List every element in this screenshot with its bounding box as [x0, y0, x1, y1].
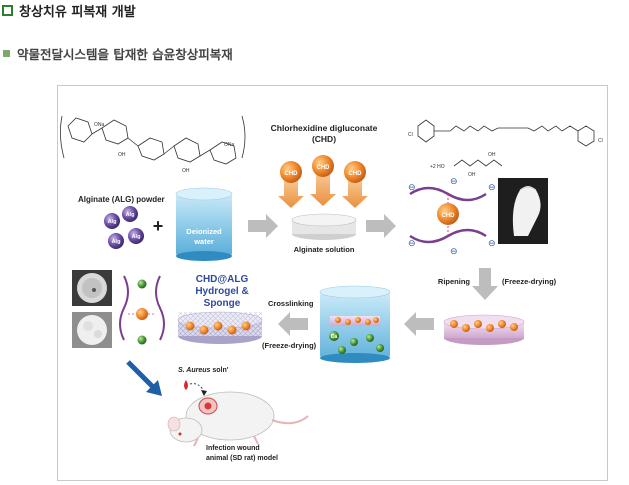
- deionized-label: Deionized: [186, 227, 222, 236]
- subsection-header: 약물전달시스템을 탑재한 습윤창상피복재: [0, 44, 233, 62]
- alginate-na-label: ONa: [94, 122, 105, 128]
- interaction-chd-label: CHD: [442, 213, 456, 219]
- alg-bead-label-2: Alg: [126, 212, 135, 218]
- chd-alginate-interaction: [409, 186, 487, 244]
- chd-oh-2: OH: [488, 152, 496, 158]
- arrow-left-2: [278, 312, 308, 336]
- chd-bead-label-3: CHD: [349, 171, 363, 177]
- sponge-photo: [498, 178, 548, 244]
- chd-drop-group: [278, 155, 368, 208]
- process-diagram: ONa ONa OH OH Cl Cl +2 HO OH OH Chlorhex…: [60, 115, 603, 462]
- chd-bead-label-2: CHD: [317, 165, 331, 171]
- saureus-drop-icon: [184, 380, 207, 396]
- alginate-structure: [60, 115, 246, 165]
- chd-cl-left: Cl: [408, 132, 413, 138]
- alginate-oh-label-2: OH: [182, 168, 190, 174]
- chd-formula: +2 HO: [430, 164, 445, 170]
- saureus-label: S. Aureus soln': [178, 367, 229, 374]
- subsection-title: 약물전달시스템을 탑재한 습윤창상피복재: [17, 46, 233, 62]
- alginate-na-label-2: ONa: [224, 142, 235, 148]
- freeze-drying-right-label: (Freeze-drying): [502, 277, 557, 286]
- minus-6: ⊖: [450, 246, 458, 256]
- ripening-label: Ripening: [438, 277, 470, 286]
- product-title-1: CHD@ALG: [196, 274, 249, 285]
- alginate-solution-label: Alginate solution: [294, 245, 355, 254]
- alginate-solution-dish: [291, 213, 357, 240]
- arrow-down-ripening: [472, 268, 498, 300]
- deionized-water-beaker: [175, 187, 233, 261]
- infection-label-1: Infection wound: [206, 445, 260, 452]
- alginate-powder-label: Alginate (ALG) powder: [78, 195, 165, 204]
- crosslink-schematic: [119, 275, 165, 345]
- arrow-right-1: [248, 214, 278, 238]
- alginate-oh-label: OH: [118, 152, 126, 158]
- plus-sign: +: [153, 216, 164, 236]
- chd-oh-1: OH: [468, 172, 476, 178]
- product-title-2: Hydrogel &: [195, 286, 248, 297]
- subsection-bullet-icon: [3, 49, 10, 57]
- freeze-drying-left-label: (Freeze-drying): [262, 341, 317, 350]
- arrow-diagonal-blue: [126, 360, 162, 396]
- chd-sponge-disk: [443, 314, 525, 345]
- infection-label-2: animal (SD rat) model: [206, 455, 278, 462]
- water-label: water: [193, 237, 214, 246]
- sem-photo-bottom: [72, 312, 112, 348]
- arrow-left-1: [404, 312, 434, 336]
- minus-3: ⊖: [408, 238, 416, 248]
- diagram-panel: ONa ONa OH OH Cl Cl +2 HO OH OH Chlorhex…: [57, 85, 608, 481]
- minus-5: ⊖: [450, 176, 458, 186]
- sem-photo-top: [72, 270, 112, 306]
- chd-structure: [417, 119, 595, 167]
- chd-alg-hydrogel-disk: [177, 311, 263, 344]
- section-bullet-icon: [2, 4, 13, 16]
- alg-bead-label-3: Alg: [112, 239, 121, 245]
- minus-1: ⊖: [408, 182, 416, 192]
- ca-ion-label: Ca: [331, 334, 338, 340]
- rat-model-illustration: [167, 391, 309, 447]
- saureus-rest: soln': [210, 367, 228, 374]
- saureus-italic: S. Aureus: [178, 367, 211, 374]
- alg-beads: [104, 206, 144, 249]
- product-title-3: Sponge: [204, 298, 241, 309]
- crosslinking-label: Crosslinking: [268, 299, 314, 308]
- chd-abbr: (CHD): [312, 134, 336, 144]
- minus-2: ⊖: [488, 182, 496, 192]
- section-header: 창상치유 피복재 개발: [0, 0, 136, 20]
- crosslinking-beaker: [319, 285, 391, 363]
- chd-title: Chlorhexidine digluconate: [271, 123, 378, 133]
- alg-bead-label-4: Alg: [132, 234, 141, 240]
- section-title: 창상치유 피복재 개발: [19, 4, 136, 20]
- minus-4: ⊖: [488, 238, 496, 248]
- alg-bead-label-1: Alg: [108, 219, 117, 225]
- arrow-right-2: [366, 214, 396, 238]
- chd-cl-right: Cl: [598, 138, 603, 144]
- chd-bead-label-1: CHD: [285, 171, 299, 177]
